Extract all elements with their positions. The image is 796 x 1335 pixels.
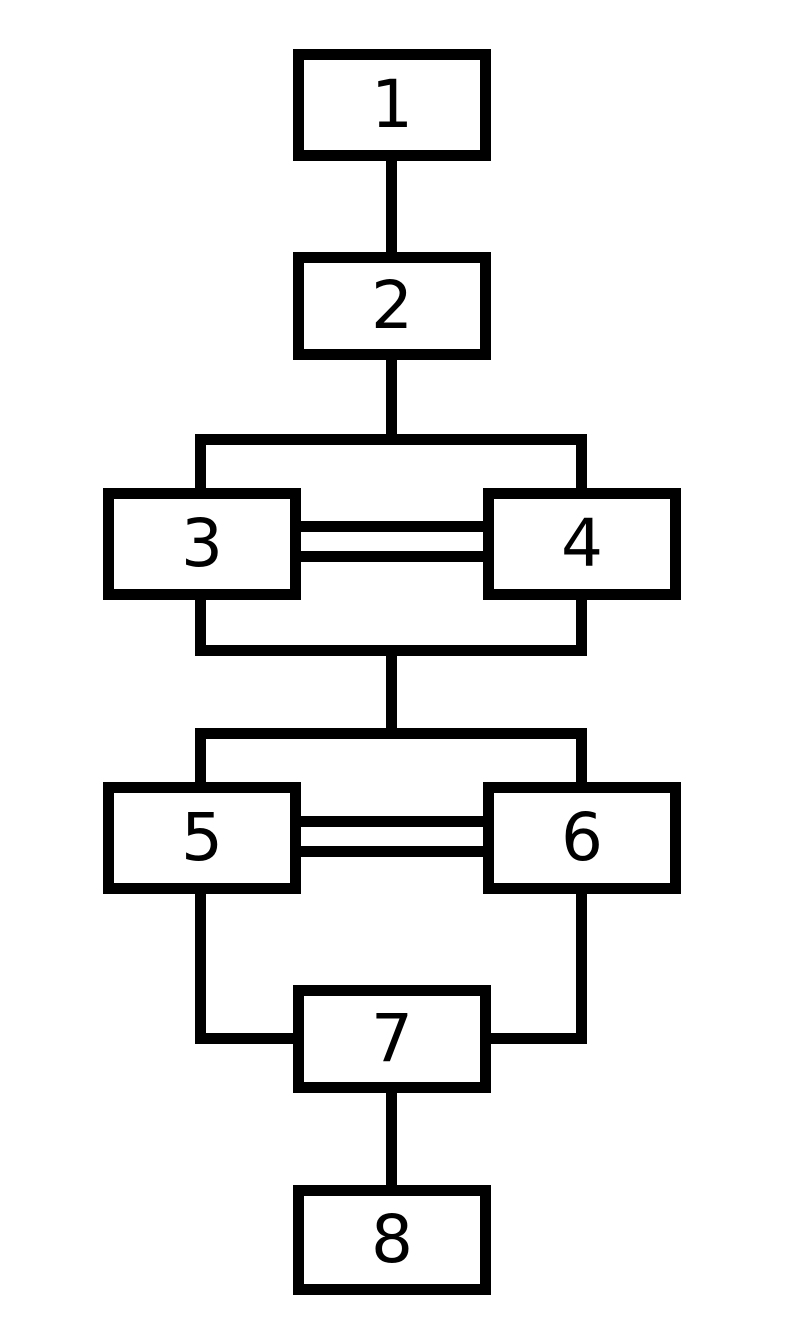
flowchart-node-7: 7 [293,985,491,1093]
flowchart-node-4: 4 [483,488,681,600]
flowchart-node-6: 6 [483,782,681,894]
node-7-label: 7 [371,1000,413,1077]
edge-5-7-vertical-line [195,893,206,1044]
flowchart-node-1: 1 [293,49,491,161]
split-bar-1-left-drop [195,445,206,488]
edge-3-4-double-bottom [300,551,483,562]
flowchart-node-3: 3 [103,488,301,600]
collector-bar-left-drop [195,600,206,645]
flowchart-node-8: 8 [293,1185,491,1295]
split-bar-1-right-drop [576,445,587,488]
collector-bar-line [195,645,587,656]
edge-5-6-double-bottom [300,846,483,857]
edge-3-4-double-top [300,521,483,532]
edge-6-7-vertical-line [576,893,587,1044]
split-bar-2-right-drop [576,739,587,782]
edge-6-7-horizontal-line [490,1033,576,1044]
collector-bar-right-drop [576,600,587,645]
split-bar-2-left-drop [195,739,206,782]
node-1-label: 1 [371,66,413,143]
node-4-label: 4 [561,505,603,582]
node-6-label: 6 [561,799,603,876]
collector-split-stem-line [386,656,397,728]
node-8-label: 8 [371,1201,413,1278]
node-3-label: 3 [181,505,223,582]
edge-7-8-line [386,1093,397,1185]
split-bar-1-line [195,434,587,445]
edge-5-7-horizontal-line [206,1033,293,1044]
node-5-label: 5 [181,799,223,876]
edge-2-split-stem-line [386,360,397,434]
edge-1-2-line [386,160,397,252]
edge-5-6-double-top [300,816,483,827]
flowchart-node-5: 5 [103,782,301,894]
node-2-label: 2 [371,267,413,344]
flowchart-node-2: 2 [293,252,491,360]
split-bar-2-line [195,728,587,739]
